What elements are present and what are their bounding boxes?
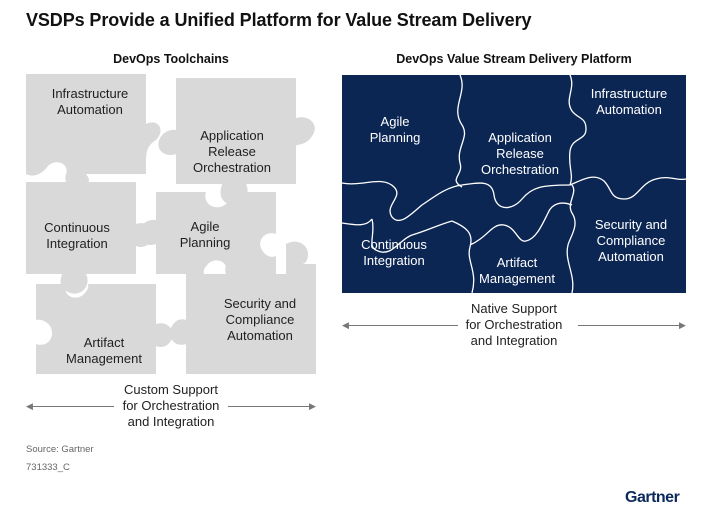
left-puzzle [26,74,316,374]
left-label-security: Security and Compliance Automation [223,296,297,343]
left-piece-infrastructure [26,74,161,176]
right-label-infra: Infrastructure Automation [590,86,668,117]
left-label-infrastructure: Infrastructure Automation [51,86,129,117]
right-heading: DevOps Value Stream Delivery Platform [396,52,632,66]
left-support-arrow: ◀ Custom Support for Orchestration and I… [26,382,316,432]
left-label-agile: Agile Planning [179,219,231,250]
right-label-release: Application Release Orchestration [480,130,560,177]
right-label-agile: Agile Planning [369,114,421,145]
left-support-text: Custom Support for Orchestration and Int… [122,382,220,429]
left-piece-ci [26,168,153,294]
arrow-right-icon: ▶ [309,401,316,411]
arrow-left-icon: ◀ [26,401,33,411]
right-support-text: Native Support for Orchestration and Int… [465,301,563,348]
left-piece-artifact [36,284,173,374]
left-piece-agile [139,192,276,274]
source-note: Source: Gartner [26,444,94,455]
left-label-artifact: Artifact Management [66,335,142,366]
right-label-artifact: Artifact Management [479,255,555,286]
right-puzzle [341,74,687,294]
right-support-arrow: ◀ Native Support for Orchestration and I… [342,301,686,351]
figure-code: 731333_C [26,462,70,473]
left-heading: DevOps Toolchains [113,52,229,66]
arrow-right-icon: ▶ [679,320,686,330]
left-label-release: Application Release Orchestration [192,128,272,175]
gartner-logo: Gartner [625,489,680,506]
page-title: VSDPs Provide a Unified Platform for Val… [26,10,532,30]
right-label-security: Security and Compliance Automation [594,217,668,264]
right-label-ci: Continuous Integration [361,237,427,268]
left-piece-release [158,78,315,206]
arrow-left-icon: ◀ [342,320,349,330]
left-label-ci: Continuous Integration [44,220,110,251]
left-piece-security [169,241,316,374]
